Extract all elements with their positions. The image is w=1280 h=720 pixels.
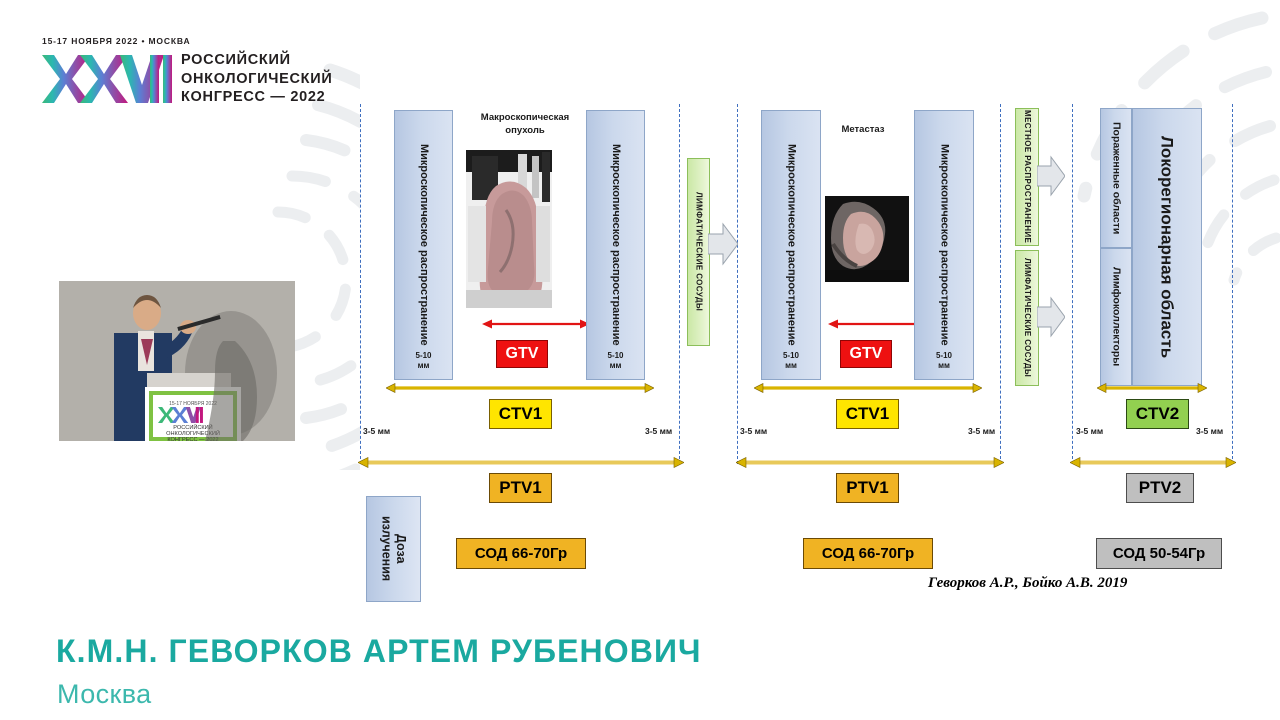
connector-arrow-2 <box>1037 155 1065 197</box>
locoregional-region-band: Локорегионарная область <box>1132 108 1202 386</box>
ptv1-span-arrow-2 <box>736 457 1004 468</box>
connector-label: ЛИМФАТИЧЕСКИЕ СОСУДЫ <box>694 192 704 312</box>
speaker-city: Москва <box>57 679 152 709</box>
connector-local-spread: МЕСТНОЕ РАСПРОСТРАНЕНИЕ <box>1015 108 1039 246</box>
ctv-to-ptv-margin-left-3: 3-5 мм <box>1076 426 1104 436</box>
connector-label: МЕСТНОЕ РАСПРОСТРАНЕНИЕ <box>1023 110 1032 244</box>
boundary-line-4 <box>1000 104 1001 464</box>
ctv-to-ptv-margin-left-2: 3-5 мм <box>740 426 768 436</box>
primary-tumor-caption: Макроскопическая опухоль <box>480 112 570 136</box>
micro-extension-label: Микроскопическое распространение <box>785 144 798 346</box>
speaker-name: К.М.Н. ГЕВОРКОВ АРТЕМ РУБЕНОВИЧ <box>56 633 702 669</box>
micro-extension-margin: 5-10 мм <box>607 351 624 370</box>
ct-scan-primary-tumor <box>466 150 552 308</box>
ctv1-span-arrow-1 <box>386 383 654 393</box>
gtv-label-1: GTV <box>496 340 548 368</box>
connector-lymph-vessels-2: ЛИМФАТИЧЕСКИЕ СОСУДЫ <box>1015 250 1039 386</box>
connector-arrow-1 <box>708 222 738 266</box>
logo-congress-name: РОССИЙСКИЙ ОНКОЛОГИЧЕСКИЙ КОНГРЕСС — 202… <box>181 52 333 106</box>
ctv-to-ptv-margin-right-2: 3-5 мм <box>968 426 996 436</box>
ptv2-label: PTV2 <box>1126 473 1194 503</box>
affected-areas-band: Пораженные области <box>1100 108 1132 248</box>
micro-extension-band-right-2: Микроскопическое распространение 5-10 мм <box>914 110 974 380</box>
svg-text:ОНКОЛОГИЧЕСКИЙ: ОНКОЛОГИЧЕСКИЙ <box>166 429 220 437</box>
ctv-to-ptv-margin-left-1: 3-5 мм <box>363 426 391 436</box>
congress-logo: 15-17 НОЯБРЯ 2022 • МОСКВА РОССИЙСКИЙ <box>42 36 332 107</box>
svg-text:КОНГРЕСС — 2022: КОНГРЕСС — 2022 <box>167 437 218 441</box>
ctv1-span-arrow-2 <box>754 383 982 393</box>
ptv1-label-2: PTV1 <box>836 473 899 503</box>
micro-extension-label: Микроскопическое распространение <box>418 144 430 346</box>
micro-extension-margin: 5-10 мм <box>782 351 800 370</box>
connector-label: ЛИМФАТИЧЕСКИЕ СОСУДЫ <box>1023 258 1032 378</box>
locoregional-region-label: Локорегионарная область <box>1157 135 1177 359</box>
ctv2-span-arrow <box>1097 383 1207 393</box>
gtv-label-2: GTV <box>840 340 892 368</box>
dose-axis-text: Доза излучения <box>379 516 408 582</box>
ptv2-span-arrow <box>1070 457 1236 468</box>
scan-metastasis <box>825 196 909 282</box>
micro-extension-band-left-1: Микроскопическое распространение 5-10 мм <box>394 110 453 380</box>
micro-extension-margin: 5-10 мм <box>935 351 953 370</box>
speaker-photo: 15-17 НОЯБРЯ 2022 РОССИЙСКИЙ ОНКОЛОГИЧЕС… <box>59 281 295 441</box>
lymph-collectors-band: Лимфоколлекторы <box>1100 248 1132 386</box>
metastasis-caption: Метастаз <box>841 124 885 135</box>
boundary-line-6 <box>1232 104 1233 464</box>
micro-extension-band-right-1: Микроскопическое распространение 5-10 мм <box>586 110 645 380</box>
boundary-line-1 <box>360 104 361 464</box>
dose-label-1: СОД 66-70Гр <box>456 538 586 569</box>
micro-extension-margin: 5-10 мм <box>415 351 432 370</box>
ctv-to-ptv-margin-right-1: 3-5 мм <box>645 426 673 436</box>
radiotherapy-volume-diagram: Макроскопическая опухоль Микроскопическо… <box>358 104 1236 602</box>
svg-text:РОССИЙСКИЙ: РОССИЙСКИЙ <box>173 423 212 431</box>
connector-arrow-3 <box>1037 296 1065 338</box>
boundary-line-2 <box>679 104 680 464</box>
dose-label-3: СОД 50-54Гр <box>1096 538 1222 569</box>
svg-text:15-17 НОЯБРЯ 2022: 15-17 НОЯБРЯ 2022 <box>169 401 217 407</box>
roman-numeral-xxvii-mark <box>42 54 172 103</box>
ctv1-label-1: CTV1 <box>489 399 552 429</box>
micro-extension-label: Микроскопическое распространение <box>610 144 622 346</box>
lymph-collectors-label: Лимфоколлекторы <box>1110 267 1123 367</box>
ptv1-span-arrow-1 <box>358 457 684 468</box>
boundary-line-5 <box>1072 104 1073 464</box>
ctv1-label-2: CTV1 <box>836 399 899 429</box>
boundary-line-3 <box>737 104 738 464</box>
dose-label-2: СОД 66-70Гр <box>803 538 933 569</box>
logo-date-line: 15-17 НОЯБРЯ 2022 • МОСКВА <box>42 36 191 46</box>
ctv2-label: CTV2 <box>1126 399 1189 429</box>
micro-extension-band-left-2: Микроскопическое распространение 5-10 мм <box>761 110 821 380</box>
ctv-to-ptv-margin-right-3: 3-5 мм <box>1196 426 1224 436</box>
affected-areas-label: Пораженные области <box>1110 121 1123 235</box>
citation-text: Геворков А.Р., Бойко А.В. 2019 <box>928 575 1128 591</box>
gtv-extent-arrow-1 <box>482 319 590 329</box>
dose-axis-label: Доза излучения <box>366 496 421 602</box>
ptv1-label-1: PTV1 <box>489 473 552 503</box>
micro-extension-label: Микроскопическое распространение <box>938 144 951 346</box>
connector-lymph-vessels-1: ЛИМФАТИЧЕСКИЕ СОСУДЫ <box>687 158 710 346</box>
